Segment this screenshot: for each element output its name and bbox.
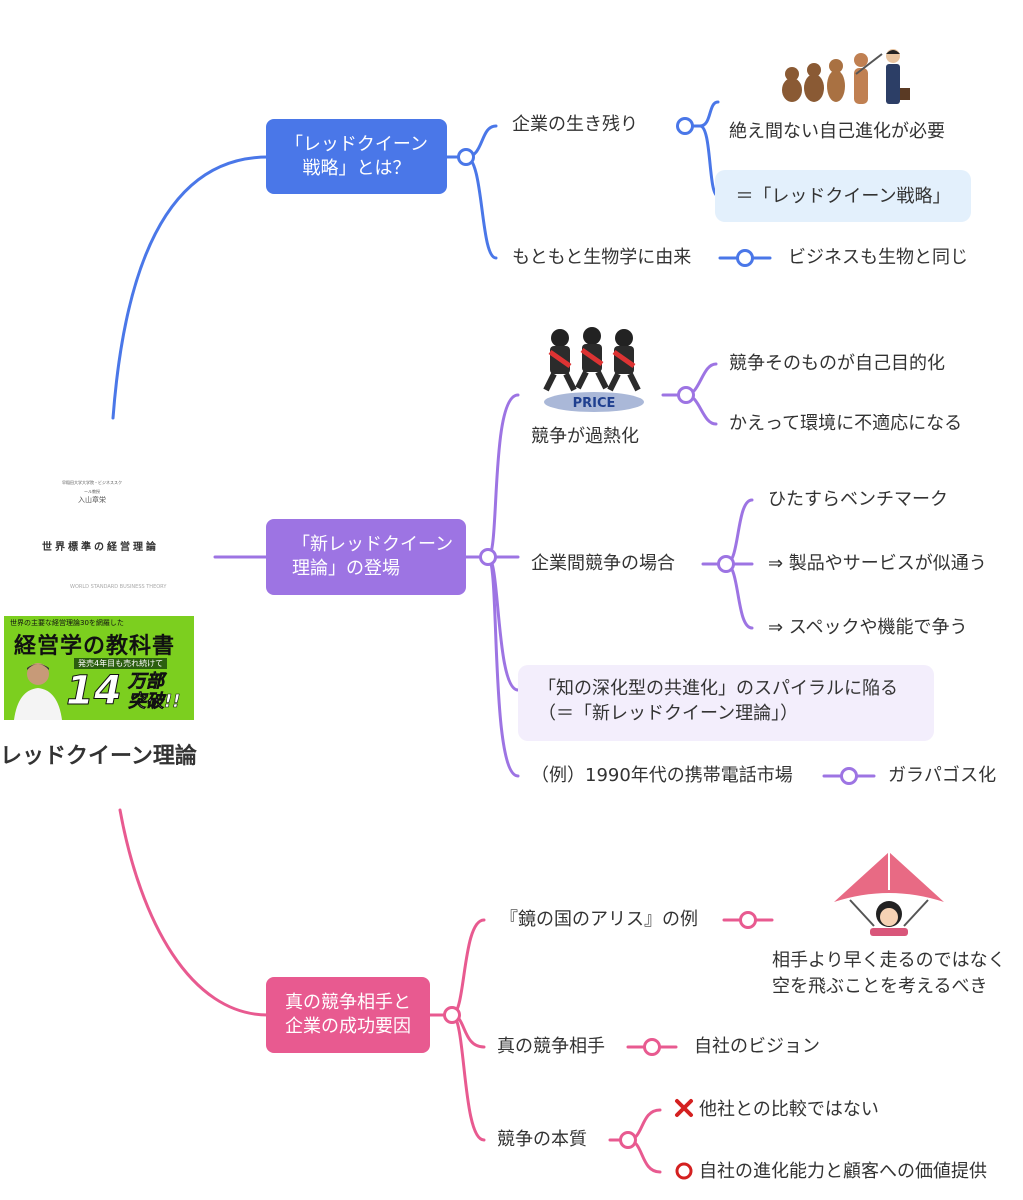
node-not-comparison[interactable]: 他社との比較ではない (699, 1099, 879, 1120)
band-subtext: 発売4年目も売れ続けて (74, 658, 168, 669)
circle-mark-icon (675, 1162, 693, 1180)
node-business-like-life[interactable]: ビジネスも生物と同じ (788, 247, 968, 268)
node-benchmark[interactable]: ひたすらベンチマーク (768, 489, 948, 510)
band-title: 経営学の教科書 (14, 634, 176, 659)
node-red-queen-strategy-highlight[interactable]: ＝「レッドクイーン戦略」 (715, 170, 971, 222)
price-sign-text: PRICE (573, 396, 616, 411)
node-fly-not-run[interactable]: 相手より早く走るのではなく 空を飛ぶことを考えるべき (772, 950, 1006, 997)
topic-true-rival-success-factors[interactable]: 真の競争相手と 企業の成功要因 (266, 977, 430, 1053)
book-english-title: WORLD STANDARD BUSINESS THEORY (70, 584, 167, 590)
node-similar-products[interactable]: ⇒ 製品やサービスが似通う (768, 553, 987, 574)
node-value-provision[interactable]: 自社の進化能力と顧客への価値提供 (699, 1161, 987, 1182)
node-alice-example[interactable]: 『鏡の国のアリス』の例 (500, 909, 698, 930)
band-top-text: 世界の主要な経営理論30を網羅した (10, 619, 124, 627)
central-topic-title: レッドクイーン理論 (0, 744, 197, 769)
node-self-purpose[interactable]: 競争そのものが自己目的化 (729, 353, 945, 374)
book-title: 世界標準の経営理論 (42, 542, 159, 553)
node-company-vision[interactable]: 自社のビジョン (694, 1036, 820, 1057)
node-true-rival[interactable]: 真の競争相手 (497, 1036, 605, 1057)
node-galapagos[interactable]: ガラパゴス化 (888, 765, 997, 786)
band-suffix: 万部 突破!! (128, 671, 181, 712)
node-spiral-highlight[interactable]: 「知の深化型の共進化」のスパイラルに陥る （＝「新レッドクイーン理論」） (518, 665, 934, 741)
sale-runners-illustration: PRICE (543, 327, 644, 412)
node-overheated-competition[interactable]: 競争が過熱化 (531, 426, 639, 447)
evolution-illustration (782, 49, 910, 104)
book-cover-image: 早稲田大学大学院・ビジネススクール教授 入山章栄 世界標準の経営理論 WORLD… (0, 468, 200, 722)
node-competition-essence[interactable]: 競争の本質 (497, 1129, 587, 1150)
node-spec-competition[interactable]: ⇒ スペックや機能で争う (768, 617, 968, 638)
cross-mark-icon (675, 1099, 693, 1117)
node-maladaptation[interactable]: かえって環境に不適応になる (729, 413, 963, 434)
node-survival[interactable]: 企業の生き残り (512, 114, 638, 135)
topic-new-red-queen-theory[interactable]: 「新レッドクイーン 理論」の登場 (266, 519, 466, 595)
band-number: 14 (66, 668, 123, 715)
node-biology-origin[interactable]: もともと生物学に由来 (512, 247, 692, 268)
topic-red-queen-strategy[interactable]: 「レッドクイーン 戦略」とは？ (266, 119, 447, 194)
node-mobile-market-example[interactable]: （例）1990年代の携帯電話市場 (531, 765, 793, 786)
author-photo (14, 663, 62, 720)
node-need-evolution[interactable]: 絶え間ない自己進化が必要 (729, 121, 945, 142)
book-band: 世界の主要な経営理論30を網羅した 経営学の教科書 発売4年目も売れ続けて 14… (4, 616, 194, 720)
hang-glider-illustration (834, 852, 944, 936)
book-author: 早稲田大学大学院・ビジネススクール教授 入山章栄 (62, 480, 122, 504)
node-inter-firm-competition[interactable]: 企業間競争の場合 (531, 553, 675, 574)
